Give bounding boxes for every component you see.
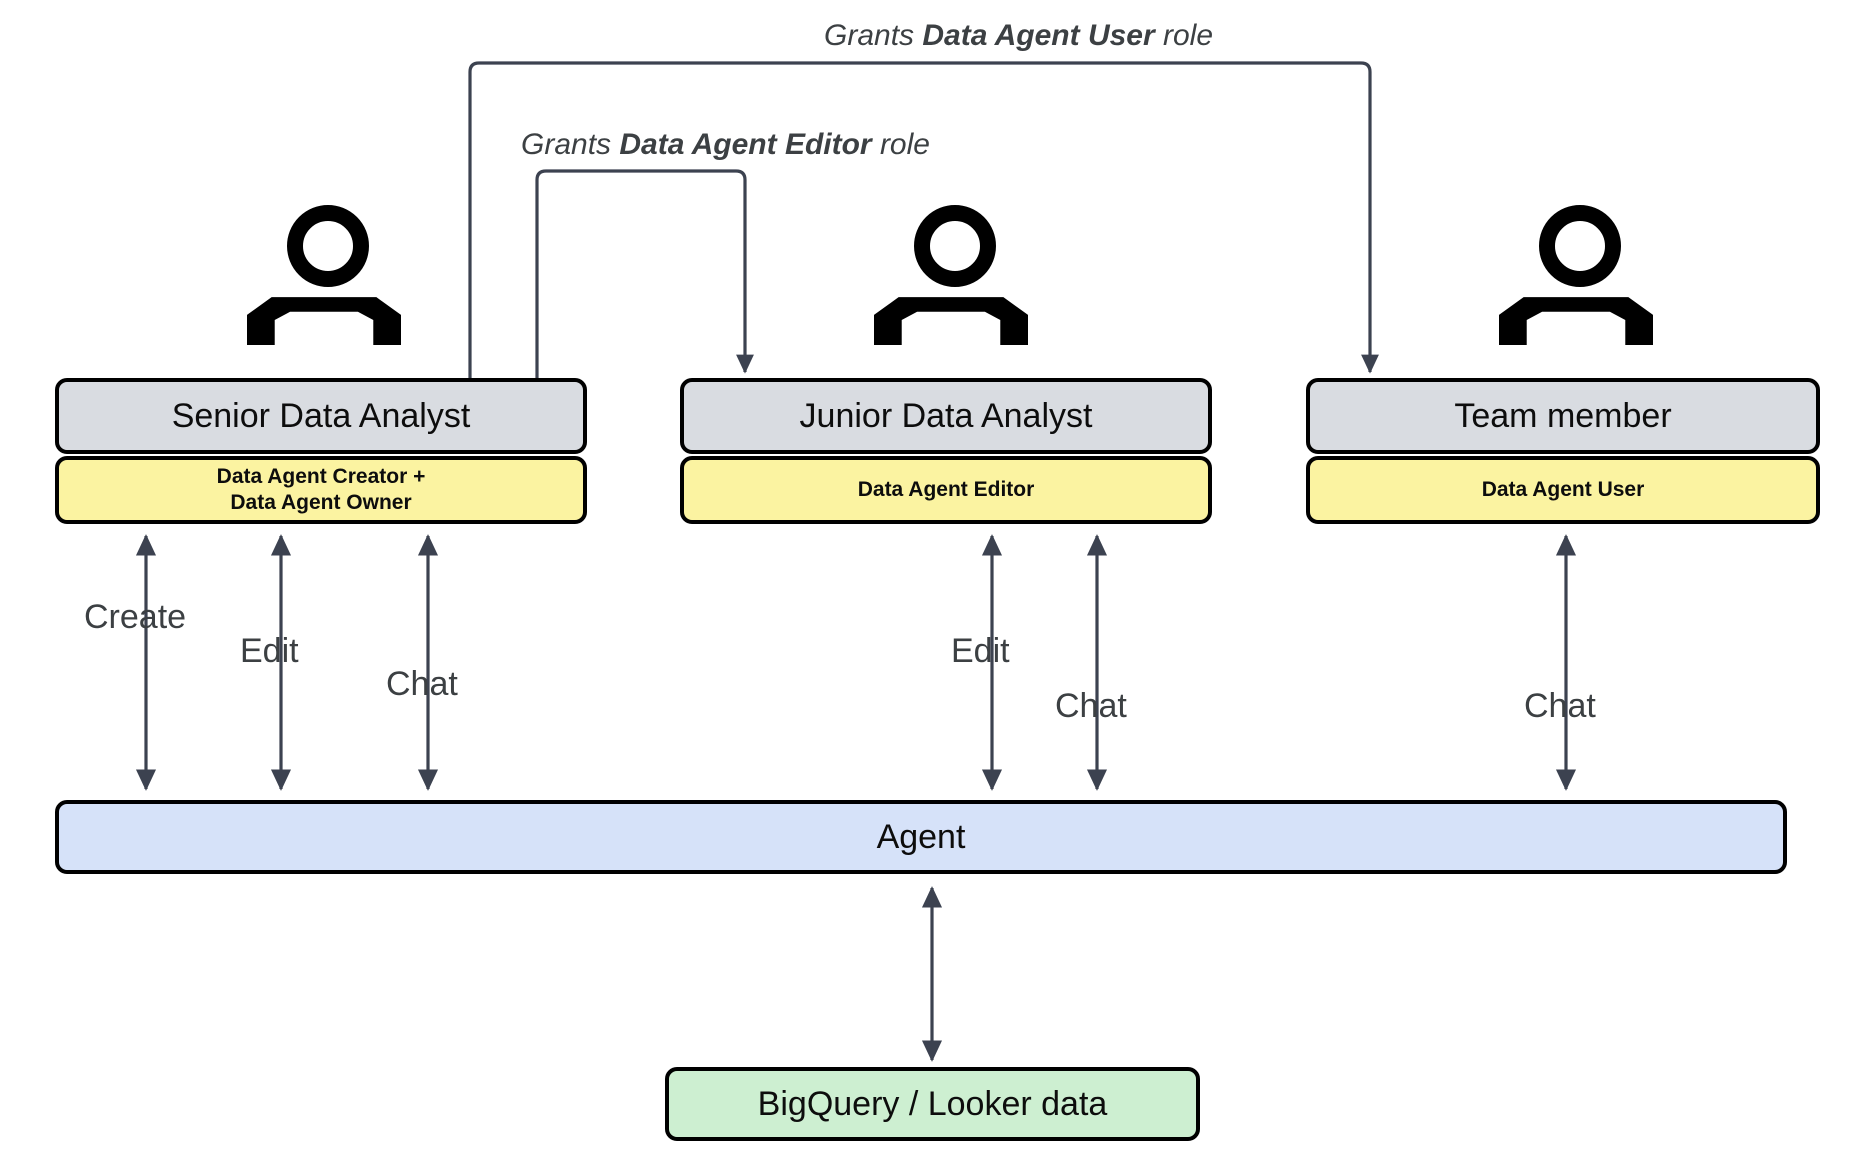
grant-user-suffix: role (1154, 19, 1214, 52)
agent-node: Agent (55, 800, 1787, 874)
flow-label-chat-team: Chat (1524, 687, 1596, 725)
connector-grant-editor (535, 169, 754, 380)
flow-label-chat-senior: Chat (386, 665, 458, 703)
person-body-icon (247, 297, 401, 345)
person-body-icon (1499, 297, 1653, 345)
grant-user-role: Data Agent User (922, 19, 1155, 52)
person-icon-junior (870, 203, 1030, 353)
person-body-icon (874, 297, 1028, 345)
persona-role-senior: Data Agent Creator + Data Agent Owner (55, 456, 587, 524)
flow-label-edit-senior: Edit (240, 632, 299, 670)
persona-title-junior: Junior Data Analyst (680, 378, 1212, 454)
person-icon-senior (243, 203, 403, 353)
grant-editor-prefix: Grants (521, 128, 620, 161)
persona-card-senior: Senior Data Analyst Data Agent Creator +… (55, 378, 587, 524)
flow-label-create: Create (84, 598, 187, 636)
flow-label-chat-junior: Chat (1055, 687, 1127, 725)
person-icon-team (1495, 203, 1655, 353)
persona-title-team: Team member (1306, 378, 1820, 454)
grant-editor-label: Grants Data Agent Editor role (521, 128, 930, 162)
person-head-icon (287, 205, 369, 287)
persona-role-junior: Data Agent Editor (680, 456, 1212, 524)
data-source-node: BigQuery / Looker data (665, 1067, 1200, 1141)
grant-editor-role: Data Agent Editor (619, 128, 872, 161)
person-head-icon (1539, 205, 1621, 287)
grant-editor-suffix: role (871, 128, 930, 161)
persona-role-line1: Data Agent Creator + (216, 464, 426, 488)
persona-title-senior: Senior Data Analyst (55, 378, 587, 454)
flow-label-edit-junior: Edit (951, 632, 1010, 670)
grant-user-prefix: Grants (824, 19, 923, 52)
persona-card-junior: Junior Data Analyst Data Agent Editor (680, 378, 1212, 524)
grant-user-label: Grants Data Agent User role (824, 19, 1213, 53)
persona-role-team: Data Agent User (1306, 456, 1820, 524)
person-head-icon (914, 205, 996, 287)
persona-card-team: Team member Data Agent User (1306, 378, 1820, 524)
persona-role-line2: Data Agent Owner (230, 491, 412, 514)
